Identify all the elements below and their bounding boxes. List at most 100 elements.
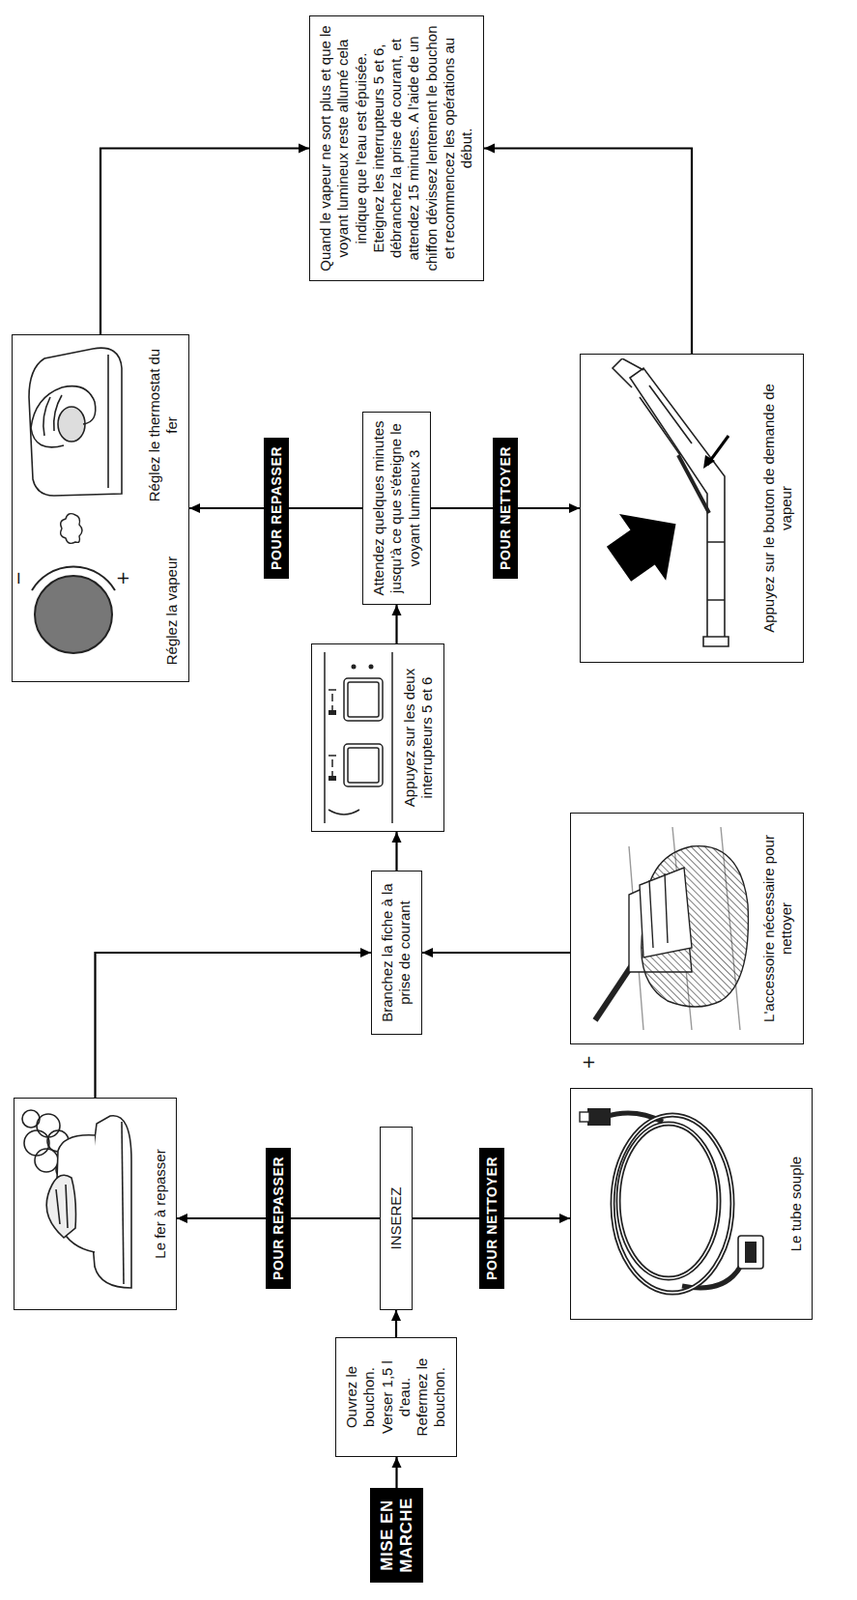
- flow-arrow: [484, 148, 692, 355]
- drawing-path: [629, 368, 725, 639]
- box-text: Appuyez sur le bouton de demande de vape…: [760, 362, 797, 655]
- drawing-path: [682, 1256, 745, 1288]
- flow-arrow: [95, 952, 372, 1098]
- drawing-circle: [22, 1110, 40, 1128]
- note-box: Quand le vapeur ne sort plus et que le v…: [309, 15, 485, 282]
- drawing-ellipse: [618, 1123, 719, 1279]
- drawing-path: [31, 567, 115, 591]
- drawing-path: [604, 1113, 663, 1122]
- drawing-circle: [34, 1148, 58, 1172]
- box-text: Appuyez sur les deux interrupteurs 5 et …: [400, 652, 437, 824]
- picture-box: L'accessoire nécessaire pour nettoyer: [570, 812, 804, 1045]
- picture-box: Appuyez sur les deux interrupteurs 5 et …: [311, 643, 445, 832]
- drawing-ellipse: [612, 1114, 733, 1293]
- drawing-path: [595, 490, 699, 598]
- box-text: MISE EN MARCHE: [377, 1496, 416, 1574]
- box-text: Réglez la vapeur: [163, 547, 181, 674]
- flow-arrow: [395, 1310, 398, 1338]
- box-text: Réglez le thermostat du fer: [145, 342, 182, 508]
- drawing-path: [46, 1174, 76, 1238]
- process-box: Attendez quelques minutes jusqu'à ce que…: [362, 411, 431, 605]
- flow-arrow: [100, 148, 310, 336]
- drawing-path: [639, 867, 692, 958]
- box-text: Ouvrez le bouchon. Verser 1,5 l d'eau. R…: [342, 1345, 450, 1449]
- picture-box: Le tube souple: [570, 1087, 813, 1320]
- drawing-path: [56, 1184, 68, 1229]
- drawing-rect: [328, 775, 337, 781]
- box-text: Le fer à repasser: [151, 1106, 170, 1302]
- box-text: Branchez la fiche à la prise de courant: [378, 879, 415, 1027]
- drawing-rect: [587, 1108, 611, 1126]
- drawing-g: [612, 358, 729, 647]
- drawing-path: [324, 652, 393, 824]
- drawing-path: [107, 354, 110, 488]
- drawing-path: [43, 395, 62, 436]
- flow-arrow: [395, 831, 398, 871]
- drawing-rect: [579, 1112, 590, 1122]
- drawing-path: [28, 347, 122, 496]
- sign-label: −: [9, 571, 28, 586]
- start-label: MISE EN MARCHE: [370, 1487, 424, 1583]
- branch-label: POUR NETTOYER: [492, 437, 518, 579]
- drawing-g: [324, 652, 393, 824]
- drawing-path: [707, 542, 725, 600]
- drawing-path: [649, 873, 668, 948]
- drawing-path: [90, 1115, 132, 1288]
- drawing-path: [639, 385, 692, 456]
- drawing-rect: [328, 710, 337, 715]
- hose-illustration: [575, 1092, 783, 1315]
- drawing-path: [328, 755, 337, 777]
- drawing-rect: [347, 682, 379, 717]
- box-text: L'accessoire nécessaire pour nettoyer: [760, 821, 797, 1036]
- drawing-g: [28, 347, 122, 496]
- drawing-path: [30, 386, 96, 448]
- sign-label: +: [579, 1055, 598, 1070]
- flow-arrow: [422, 951, 571, 954]
- drawing-path: [703, 636, 729, 647]
- drawing-path: [60, 514, 83, 544]
- process-box: Branchez la fiche à la prise de courant: [371, 870, 423, 1035]
- box-text: Attendez quelques minutes jusqu'à ce que…: [370, 420, 424, 597]
- drawing-circle: [351, 664, 357, 670]
- settings-illustration: [15, 339, 143, 678]
- box-text: Le tube souple: [787, 1096, 805, 1312]
- process-box: INSEREZ: [379, 1126, 413, 1311]
- branch-label: POUR NETTOYER: [479, 1147, 505, 1289]
- flow-arrow: [395, 1456, 398, 1488]
- drawing-rect: [744, 1241, 757, 1263]
- accessory-illustration: [575, 817, 758, 1040]
- drawing-rect: [343, 678, 383, 721]
- process-box: Ouvrez le bouchon. Verser 1,5 l d'eau. R…: [335, 1337, 458, 1457]
- flow-arrow: [395, 604, 398, 644]
- drawing-rect: [738, 1235, 764, 1269]
- drawing-ellipse: [57, 406, 86, 442]
- drawing-rect: [347, 747, 379, 783]
- box-text: Quand le vapeur ne sort plus et que le v…: [316, 24, 477, 273]
- drawing-g: [612, 1114, 733, 1293]
- branch-label: POUR REPASSER: [263, 437, 289, 579]
- drawing-path: [328, 689, 337, 712]
- picture-box: Réglez la vapeur Réglez le thermostat du …: [11, 334, 190, 683]
- picture-box: Le fer à repasser: [13, 1097, 177, 1311]
- sign-label: +: [114, 571, 132, 586]
- picture-box: Appuyez sur le bouton de demande de vape…: [579, 353, 804, 663]
- drawing-circle: [369, 664, 374, 670]
- drawing-circle: [34, 575, 113, 654]
- drawing-ellipse: [612, 1114, 733, 1293]
- branch-label: POUR REPASSER: [265, 1147, 291, 1289]
- drawing-g: [604, 1113, 745, 1293]
- drawing-path: [121, 1121, 124, 1285]
- drawing-path: [328, 809, 360, 815]
- steam-handle-illustration: [583, 358, 758, 658]
- iron-illustration: [17, 1102, 145, 1306]
- drawing-g: [22, 1110, 132, 1288]
- drawing-g: [595, 827, 748, 1030]
- drawing-circle: [24, 1130, 50, 1156]
- control-panel-illustration: [314, 648, 400, 828]
- drawing-path: [703, 455, 715, 469]
- drawing-rect: [343, 743, 383, 787]
- box-text: INSEREZ: [387, 1135, 405, 1302]
- drawing-path: [612, 358, 644, 388]
- drawing-ellipse: [618, 1123, 719, 1279]
